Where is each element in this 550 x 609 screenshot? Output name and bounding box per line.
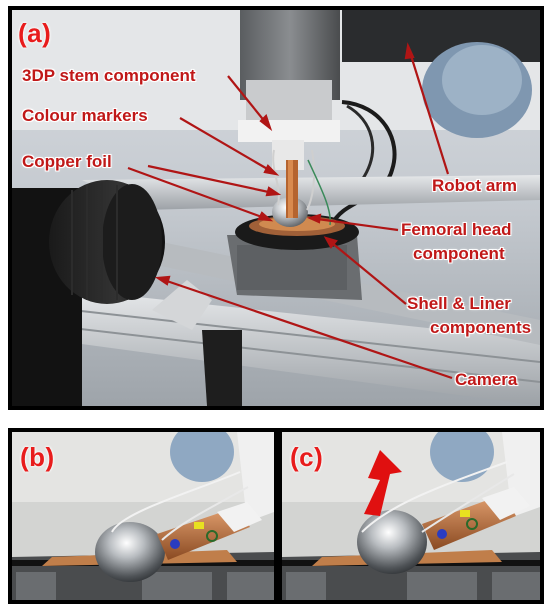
callout-shell-liner-line1: Shell & Liner bbox=[407, 294, 511, 313]
panel-label-c: (c) bbox=[290, 442, 324, 472]
panel-c: (c) bbox=[278, 428, 544, 604]
callout-shell-liner-line2: components bbox=[430, 318, 532, 337]
callout-stem: 3DP stem component bbox=[22, 66, 196, 85]
callout-copper-foil: Copper foil bbox=[22, 152, 112, 171]
panel-b: (b) bbox=[8, 428, 278, 604]
photo-illustration bbox=[282, 432, 540, 600]
callout-colour-markers: Colour markers bbox=[22, 106, 148, 125]
photo-robot-setup bbox=[12, 10, 540, 406]
photo-illustration bbox=[12, 432, 274, 600]
panel-label-a: (a) bbox=[18, 18, 52, 48]
panel-label-b: (b) bbox=[20, 442, 55, 472]
callout-camera: Camera bbox=[455, 370, 518, 389]
photo-closeup-c bbox=[282, 432, 540, 600]
callout-femoral-head-line2: component bbox=[413, 244, 505, 263]
callout-femoral-head-line1: Femoral head bbox=[401, 220, 512, 239]
callout-robot-arm: Robot arm bbox=[432, 176, 517, 195]
photo-illustration bbox=[12, 10, 540, 406]
panel-a: (a) 3DP stem component Colour markers Co… bbox=[8, 6, 544, 410]
photo-closeup-b bbox=[12, 432, 274, 600]
